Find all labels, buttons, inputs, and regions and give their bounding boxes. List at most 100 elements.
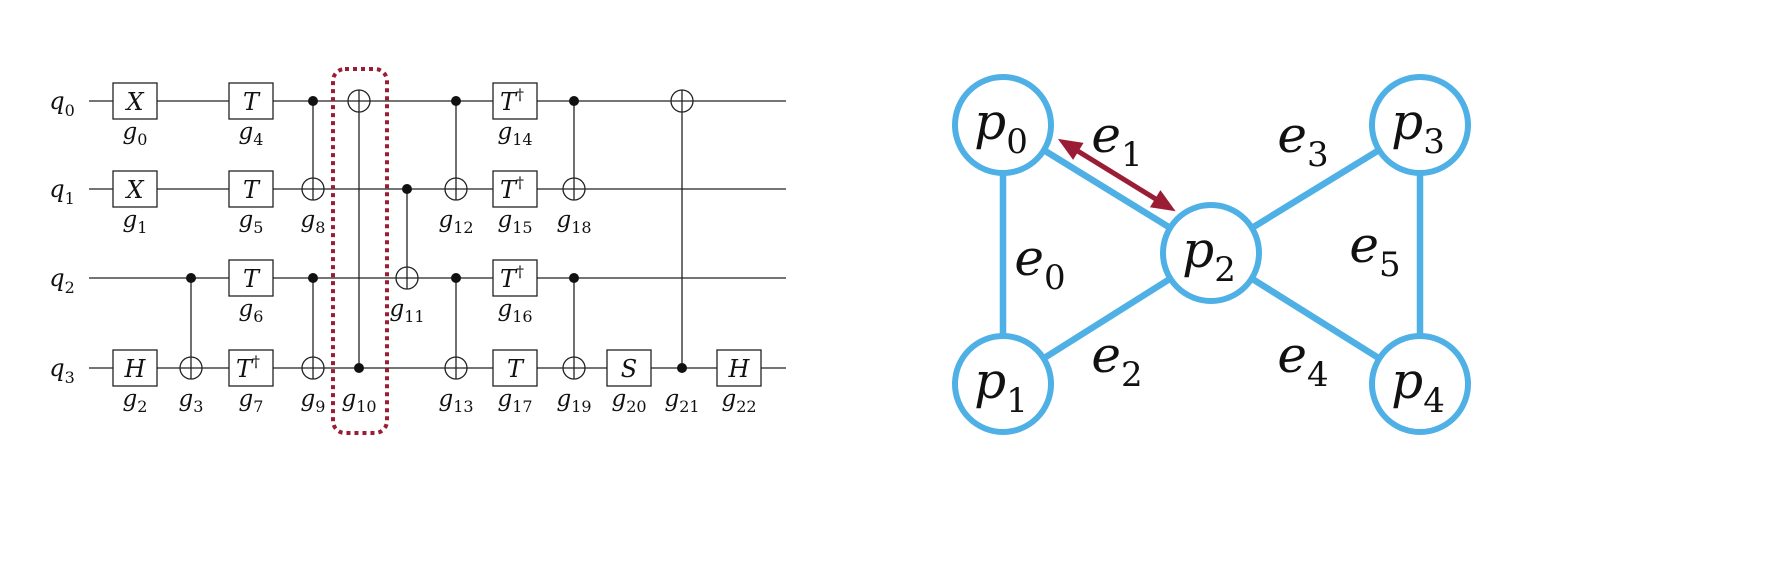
qubit-label-q0: q0 xyxy=(49,87,75,120)
gate-box xyxy=(716,349,762,387)
gate-label-g1: g1 xyxy=(123,207,148,237)
gate-box xyxy=(112,170,158,208)
gate-box xyxy=(112,82,158,120)
gate-label-g21: g21 xyxy=(664,386,699,416)
gate-g15: T†g15 xyxy=(492,170,538,237)
control-dot xyxy=(569,96,579,106)
gate-g16: T†g16 xyxy=(492,259,538,326)
edge-label-e5: e5 xyxy=(1349,216,1400,285)
gate-g10: g10 xyxy=(341,89,377,416)
gate-symbol: H xyxy=(124,355,147,383)
gate-label-g9: g9 xyxy=(301,386,326,416)
edge-label-e0: e0 xyxy=(1014,229,1065,298)
arrow-shaft xyxy=(1072,146,1161,204)
gate-label-g0: g0 xyxy=(123,119,148,149)
gate-box xyxy=(492,349,538,387)
gate-g8: g8 xyxy=(301,96,326,237)
gate-g0: Xg0 xyxy=(112,82,158,149)
node-p3: p3 xyxy=(1369,74,1471,176)
gate-label-g2: g2 xyxy=(123,386,148,416)
gate-symbol: T† xyxy=(500,262,524,293)
gate-label-g6: g6 xyxy=(239,296,264,326)
edge-label-e4: e4 xyxy=(1277,326,1328,395)
node-p1: p1 xyxy=(952,333,1054,435)
gate-label-g10: g10 xyxy=(341,386,376,416)
gate-label-g14: g14 xyxy=(497,119,532,149)
gate-g3: g3 xyxy=(179,273,204,416)
gate-box xyxy=(112,349,158,387)
gate-g2: Hg2 xyxy=(112,349,158,416)
gate-symbol: X xyxy=(124,176,144,204)
arrow-head-end xyxy=(1149,190,1176,212)
gate-label-g19: g19 xyxy=(556,386,591,416)
gate-label-g18: g18 xyxy=(556,207,591,237)
gate-box xyxy=(228,349,274,387)
control-dot xyxy=(186,273,196,283)
gate-symbol: T† xyxy=(500,85,524,116)
control-dot xyxy=(451,273,461,283)
qubit-label-q3: q3 xyxy=(49,354,75,387)
gate-g18: g18 xyxy=(556,96,592,237)
gate-symbol: X xyxy=(124,88,144,116)
gate-g9: g9 xyxy=(301,273,326,416)
node-p4: p4 xyxy=(1369,333,1471,435)
gate-symbol: S xyxy=(621,355,637,383)
node-label-p4: p4 xyxy=(1391,352,1445,421)
edge-label-e3: e3 xyxy=(1277,106,1328,175)
edge-label-e2: e2 xyxy=(1091,326,1142,395)
gate-symbol: T xyxy=(243,88,261,116)
gate-g6: Tg6 xyxy=(228,259,274,326)
node-circle xyxy=(1369,333,1471,435)
node-circle xyxy=(952,333,1054,435)
node-circle xyxy=(1369,74,1471,176)
node-p0: p0 xyxy=(952,74,1054,176)
gate-box xyxy=(606,349,652,387)
gate-label-g8: g8 xyxy=(301,207,326,237)
qubit-label-q2: q2 xyxy=(49,264,75,297)
gate-label-g12: g12 xyxy=(438,207,473,237)
gate-box xyxy=(228,82,274,120)
gate-g19: g19 xyxy=(556,273,592,416)
gate-box xyxy=(492,82,538,120)
gate-label-g11: g11 xyxy=(389,296,424,326)
gate-box xyxy=(228,259,274,297)
node-p2: p2 xyxy=(1160,202,1262,304)
gate-label-g13: g13 xyxy=(438,386,473,416)
gate-g11: g11 xyxy=(389,184,425,326)
control-dot xyxy=(308,273,318,283)
gate-g1: Xg1 xyxy=(112,170,158,237)
gate-box xyxy=(492,259,538,297)
gate-g7: T†g7 xyxy=(228,349,274,416)
gate-label-g17: g17 xyxy=(497,386,532,416)
gate-g5: Tg5 xyxy=(228,170,274,237)
control-dot xyxy=(677,363,687,373)
gate-label-g3: g3 xyxy=(179,386,204,416)
gate-g13: g13 xyxy=(438,273,474,416)
qubit-label-q1: q1 xyxy=(49,175,75,208)
gate-symbol: H xyxy=(728,355,751,383)
node-label-p2: p2 xyxy=(1182,221,1236,290)
control-dot xyxy=(402,184,412,194)
control-dot xyxy=(451,96,461,106)
gate-g12: g12 xyxy=(438,96,474,237)
gate-label-g5: g5 xyxy=(239,207,264,237)
swap-arrow xyxy=(1057,138,1176,212)
control-dot xyxy=(569,273,579,283)
gate-g4: Tg4 xyxy=(228,82,274,149)
node-circle xyxy=(952,74,1054,176)
gate-g21: g21 xyxy=(664,89,700,416)
gate-box xyxy=(228,170,274,208)
gate-symbol: T xyxy=(507,355,525,383)
node-label-p0: p0 xyxy=(974,93,1028,162)
highlight-box xyxy=(331,67,389,435)
gate-label-g22: g22 xyxy=(721,386,756,416)
gate-box xyxy=(492,170,538,208)
gate-label-g15: g15 xyxy=(497,207,532,237)
gate-label-g7: g7 xyxy=(239,386,264,416)
gate-symbol: T† xyxy=(236,352,260,383)
